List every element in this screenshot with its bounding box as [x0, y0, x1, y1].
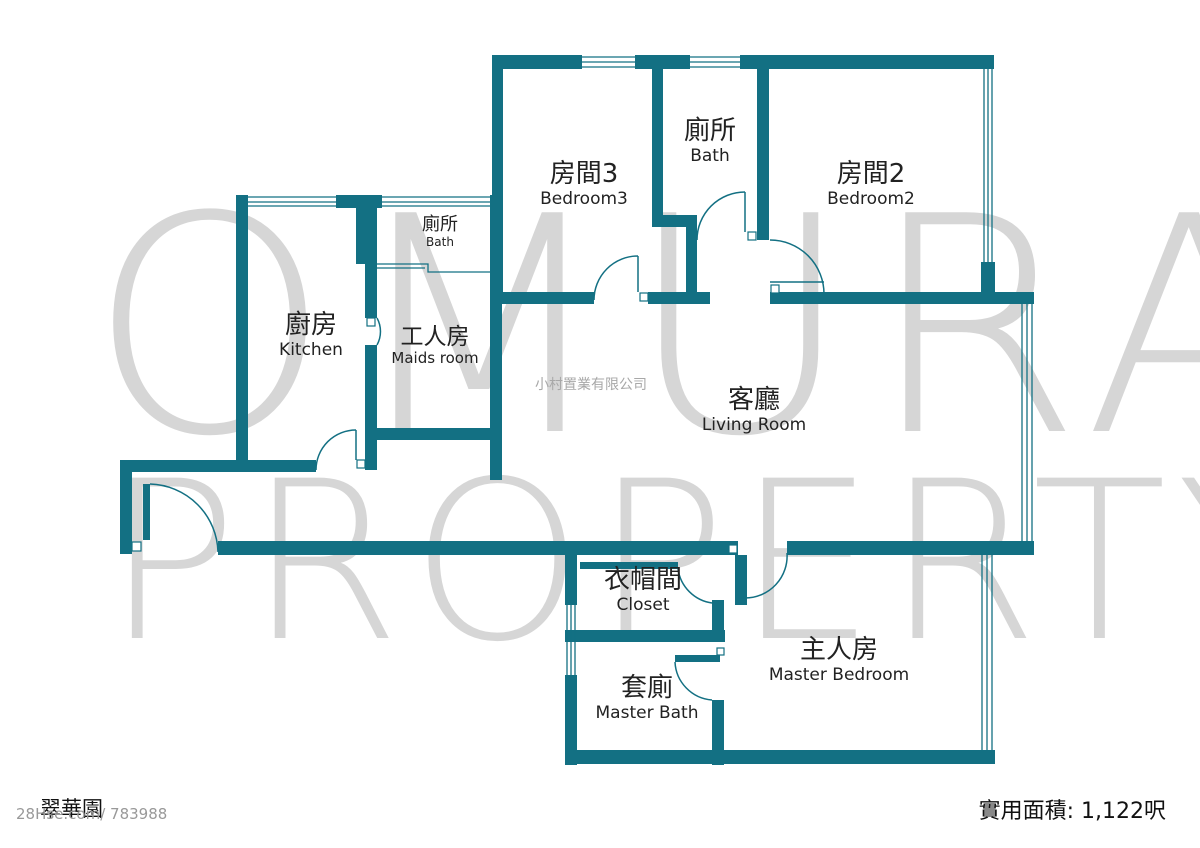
room-name-zh: 套廁	[620, 673, 674, 703]
room-name-zh: 廁所	[422, 214, 458, 235]
room-name-zh: 衣帽間	[603, 565, 683, 595]
room-closet: 衣帽間 Closet	[603, 565, 683, 615]
room-bath-small: 廁所 Bath	[422, 214, 458, 249]
door-stops	[131, 231, 780, 656]
room-name-en: Bedroom2	[827, 188, 915, 209]
estate-name: 翠華園	[40, 797, 103, 821]
room-name-en: Kitchen	[279, 339, 343, 360]
company-watermark: 小村置業有限公司	[535, 377, 647, 393]
room-name-zh: 廁所	[683, 116, 737, 146]
room-name-zh: 工人房	[400, 324, 470, 350]
room-name-zh: 房間2	[836, 159, 906, 189]
room-name-en: Master Bedroom	[768, 664, 910, 685]
room-master-bedroom: 主人房 Master Bedroom	[768, 635, 910, 685]
walls	[120, 55, 1034, 765]
room-name-zh: 廚房	[284, 310, 337, 340]
room-bedroom2: 房間2 Bedroom2	[827, 159, 915, 209]
room-name-en: Living Room	[701, 414, 807, 435]
room-kitchen: 廚房 Kitchen	[279, 310, 343, 360]
room-maids: 工人房 Maids room	[391, 324, 478, 368]
room-name-zh: 客廳	[727, 385, 781, 415]
saleable-area: 實用面積: 1,122呎	[978, 799, 1166, 824]
room-name-en: Bath	[426, 234, 454, 249]
room-name-en: Closet	[616, 594, 670, 615]
room-name-zh: 房間3	[549, 159, 619, 189]
room-bedroom3: 房間3 Bedroom3	[540, 159, 628, 209]
windows	[248, 56, 1033, 750]
room-name-en: Master Bath	[595, 702, 699, 723]
room-name-en: Bath	[690, 145, 730, 166]
room-name-en: Bedroom3	[540, 188, 628, 209]
room-bath-top: 廁所 Bath	[683, 116, 737, 166]
room-master-bath: 套廁 Master Bath	[595, 673, 699, 723]
room-name-en: Maids room	[391, 349, 479, 368]
room-living: 客廳 Living Room	[701, 385, 807, 435]
doors	[149, 191, 825, 701]
source-watermark: 28Hse.com/ 783988	[16, 805, 168, 823]
room-name-zh: 主人房	[799, 635, 879, 665]
